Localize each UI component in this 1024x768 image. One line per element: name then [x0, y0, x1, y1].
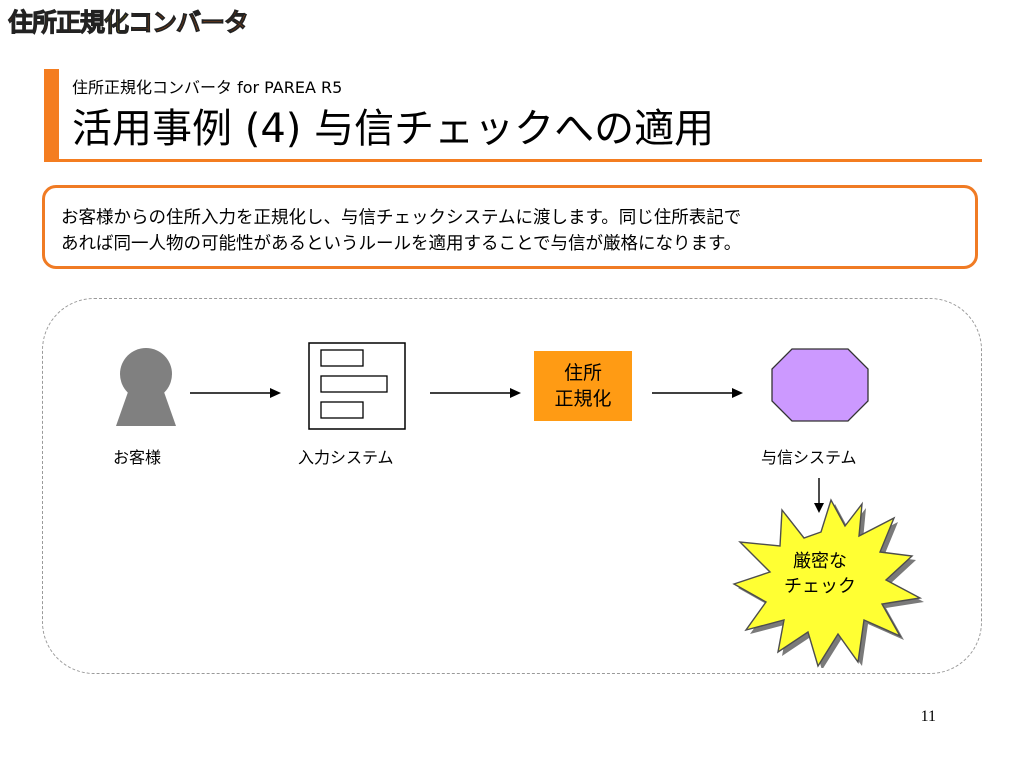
strict-check-line-2: チェック — [784, 576, 856, 597]
strict-check-line-1: 厳密な — [793, 551, 847, 572]
slide-subtitle: 住所正規化コンバータ for PAREA R5 — [72, 78, 343, 97]
arrow-right-icon — [652, 388, 743, 398]
strict-check-burst-icon — [732, 498, 924, 668]
input-form-icon — [308, 342, 406, 430]
title-underline — [44, 159, 982, 162]
title-accent-bar — [44, 69, 59, 161]
description-line-2: あれば同一人物の可能性があるというルールを適用することで与信が厳格になります。 — [61, 234, 742, 254]
slide-title: 活用事例 (4) 与信チェックへの適用 — [72, 106, 715, 152]
description-box: お客様からの住所入力を正規化し、与信チェックシステムに渡します。同じ住所表記で … — [42, 185, 978, 269]
arrow-right-icon — [430, 388, 521, 398]
strict-check-label: 厳密な チェック — [770, 549, 870, 599]
credit-system-label: 与信システム — [761, 448, 857, 467]
normalize-line-2: 正規化 — [554, 388, 612, 410]
description-line-1: お客様からの住所入力を正規化し、与信チェックシステムに渡します。同じ住所表記で — [61, 208, 742, 228]
page-number: 11 — [920, 708, 936, 725]
logo-text-part1: 住所正規 — [7, 8, 105, 38]
diagram-panel — [42, 298, 982, 674]
app-logo: 住所正規化コンバータ — [7, 6, 250, 38]
normalize-line-1: 住所 — [563, 362, 602, 384]
logo-text-part3: コンバータ — [128, 8, 250, 38]
input-system-label: 入力システム — [298, 448, 394, 467]
arrow-right-icon — [190, 388, 281, 398]
customer-label: お客様 — [113, 448, 162, 467]
logo-text-part2: 化 — [104, 8, 130, 38]
arrow-down-icon — [814, 478, 824, 513]
credit-system-octagon-icon — [771, 348, 869, 422]
person-icon — [116, 348, 176, 426]
address-normalize-box: 住所 正規化 — [534, 351, 632, 421]
